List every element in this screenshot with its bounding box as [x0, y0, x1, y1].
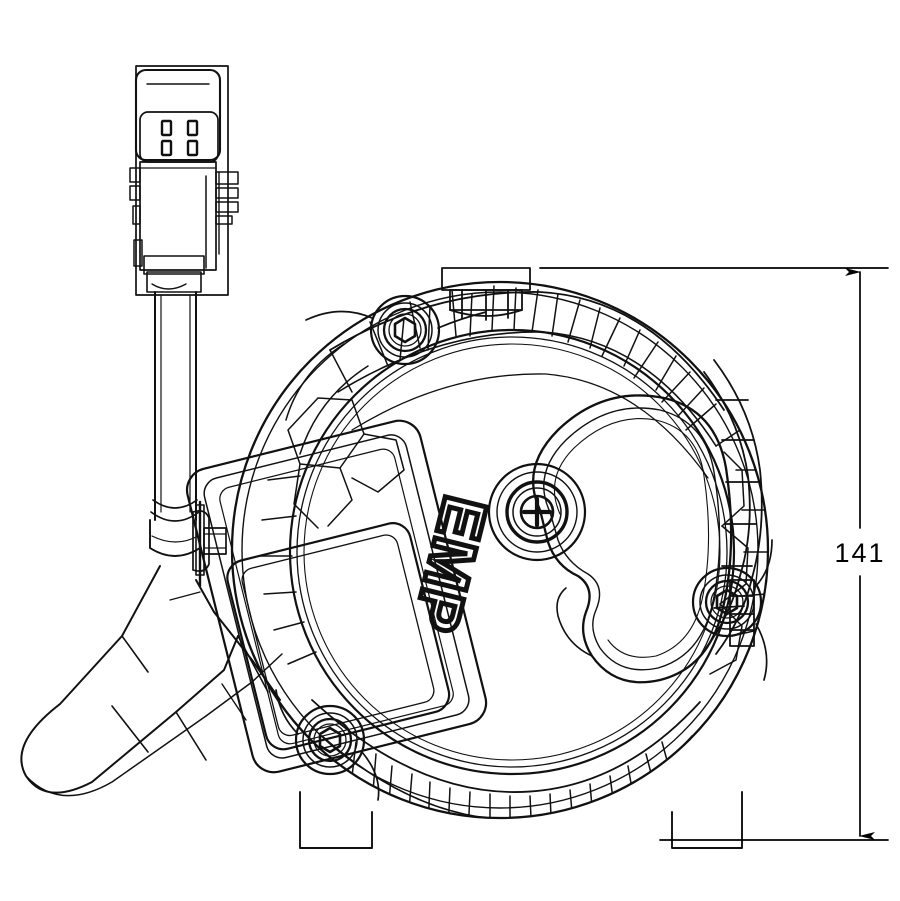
screw-boss-outer2	[496, 471, 578, 553]
hex-socket-icon-1	[393, 316, 417, 344]
controller-recess-panel	[226, 522, 451, 751]
boss-gussets	[275, 310, 773, 801]
harness-lower-collar-2	[150, 511, 200, 522]
dimension-annotation	[539, 267, 889, 841]
inlet-hose-nozzle	[20, 565, 283, 797]
housing-right-fin-block	[703, 359, 763, 655]
volute-inner-outline2	[553, 418, 710, 658]
bolt-boss-ring-1	[377, 302, 433, 358]
harness-boot-line	[151, 535, 199, 543]
harness-lower-collar-1	[152, 499, 198, 509]
phillips-screw-boss	[487, 462, 587, 562]
controller-recess-panel-inner	[241, 534, 435, 737]
dimension-value-text: 141	[834, 538, 885, 568]
hex-bolt-boss-bottom-left	[294, 704, 366, 776]
volute-tail	[556, 587, 593, 657]
emp-logo: EMP	[397, 487, 502, 642]
connector-mid-body	[139, 161, 217, 271]
connector-latch-left-2	[129, 185, 141, 201]
controller-outer-rect	[185, 419, 488, 774]
connector-collar-curve	[151, 283, 187, 290]
screw-boss-outer	[487, 462, 587, 562]
pin-slot-4	[186, 139, 199, 157]
bolt-head-circle-1	[382, 307, 428, 353]
connector-outer-shell	[135, 65, 229, 296]
connector-pin-slots	[160, 119, 199, 157]
bolt-boss-outer-3	[294, 704, 366, 776]
phillips-cross-icon	[521, 496, 553, 528]
controller-inner-rect	[203, 434, 470, 759]
volute-inner-outline	[543, 407, 721, 671]
housing-fin-texture	[259, 285, 768, 818]
connector-latch-left-1	[129, 167, 141, 183]
pin-slot-2	[186, 119, 199, 137]
controller-cover-plate	[185, 419, 488, 774]
connector-lever-a	[215, 171, 239, 185]
connector-latch-left-3	[132, 205, 141, 225]
connector-lever-d	[215, 215, 233, 225]
volute-chamber	[532, 394, 733, 684]
bolt-head-circle-3b	[313, 723, 347, 757]
cover-plate-circle	[288, 328, 736, 776]
bolt-head-circle-1b	[388, 313, 422, 347]
hose-top-seam	[169, 591, 201, 601]
connector-lever-b	[215, 187, 239, 199]
bolt-boss-outer-1	[369, 294, 441, 366]
housing-outer-circle-inner	[241, 291, 759, 809]
screw-head-rim	[505, 480, 569, 544]
hose-band-2	[111, 705, 149, 753]
bolt-boss-ring-2	[699, 574, 755, 630]
connector-assembly	[129, 65, 239, 296]
screw-head-inner	[512, 487, 562, 537]
hose-band-1	[121, 635, 149, 673]
hex-bolt-boss-top-left	[369, 294, 441, 366]
harness-clip-nut	[203, 527, 227, 555]
bolt-boss-ring-3	[302, 712, 358, 768]
bolt-head-circle-2	[704, 579, 750, 625]
harness-clip-plate	[195, 504, 205, 576]
screw-head-core	[519, 494, 555, 530]
housing-mounting-feet	[299, 791, 743, 849]
hex-socket-icon-2	[715, 588, 739, 616]
pin-slot-1	[160, 119, 173, 137]
connector-cap-body	[134, 68, 222, 162]
cover-plate-circle-inner	[296, 336, 728, 768]
connector-latch-left-4	[133, 239, 143, 267]
hose-band-3	[175, 711, 207, 761]
wire-harness-sleeve	[149, 291, 227, 588]
emp-logo-text: EMP	[399, 489, 499, 639]
cover-plate-circle-inner2	[303, 343, 721, 761]
hex-socket-icon-3	[318, 726, 342, 754]
bolt-head-circle-2b	[710, 585, 744, 619]
connector-lower-collar	[146, 271, 202, 293]
bolt-head-circle-3	[307, 717, 353, 763]
hex-bolt-boss-right	[691, 566, 763, 638]
connector-lever-c	[215, 201, 239, 213]
connector-pin-faceplate	[139, 111, 219, 163]
housing-top-tab	[441, 267, 531, 321]
hose-bottom-edge	[25, 715, 207, 797]
pin-slot-3	[160, 139, 173, 157]
bolt-boss-outer-2	[691, 566, 763, 638]
connector-seal-band	[143, 255, 205, 275]
